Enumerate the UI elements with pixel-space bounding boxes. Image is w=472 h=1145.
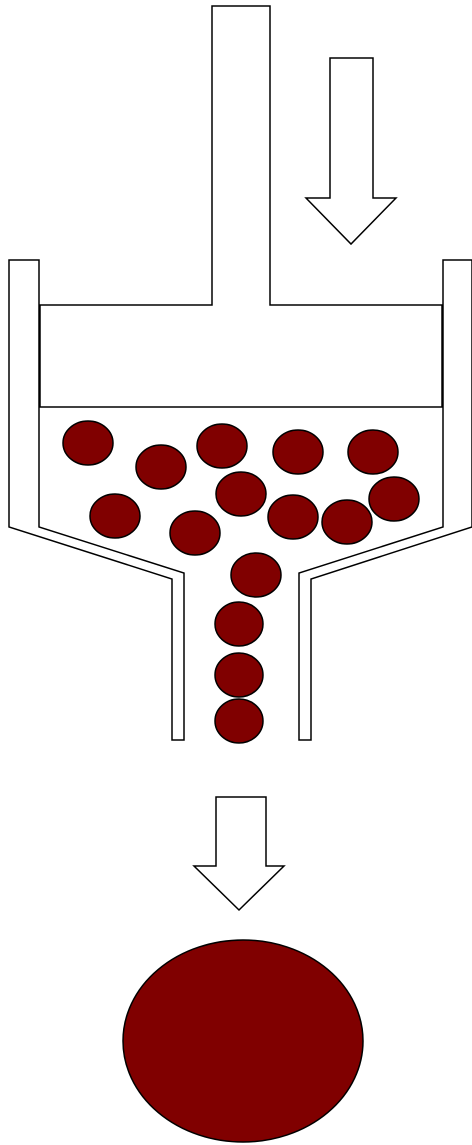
pellet [136, 445, 186, 489]
pellet [197, 424, 247, 468]
pellet [215, 602, 263, 646]
pellets [63, 421, 419, 743]
pellet [273, 430, 323, 474]
pellet [268, 495, 318, 539]
pellet [215, 653, 263, 697]
pellet [216, 472, 266, 516]
pellet [215, 699, 263, 743]
pellet [348, 430, 398, 474]
pellet [322, 500, 372, 544]
pellet [231, 553, 281, 597]
output-down-arrow-icon [194, 797, 284, 910]
pellet [63, 421, 113, 465]
pellet [90, 494, 140, 538]
pellet [369, 477, 419, 521]
press-down-arrow-icon [306, 58, 396, 244]
pellet [170, 511, 220, 555]
compacted-mass [123, 940, 363, 1142]
